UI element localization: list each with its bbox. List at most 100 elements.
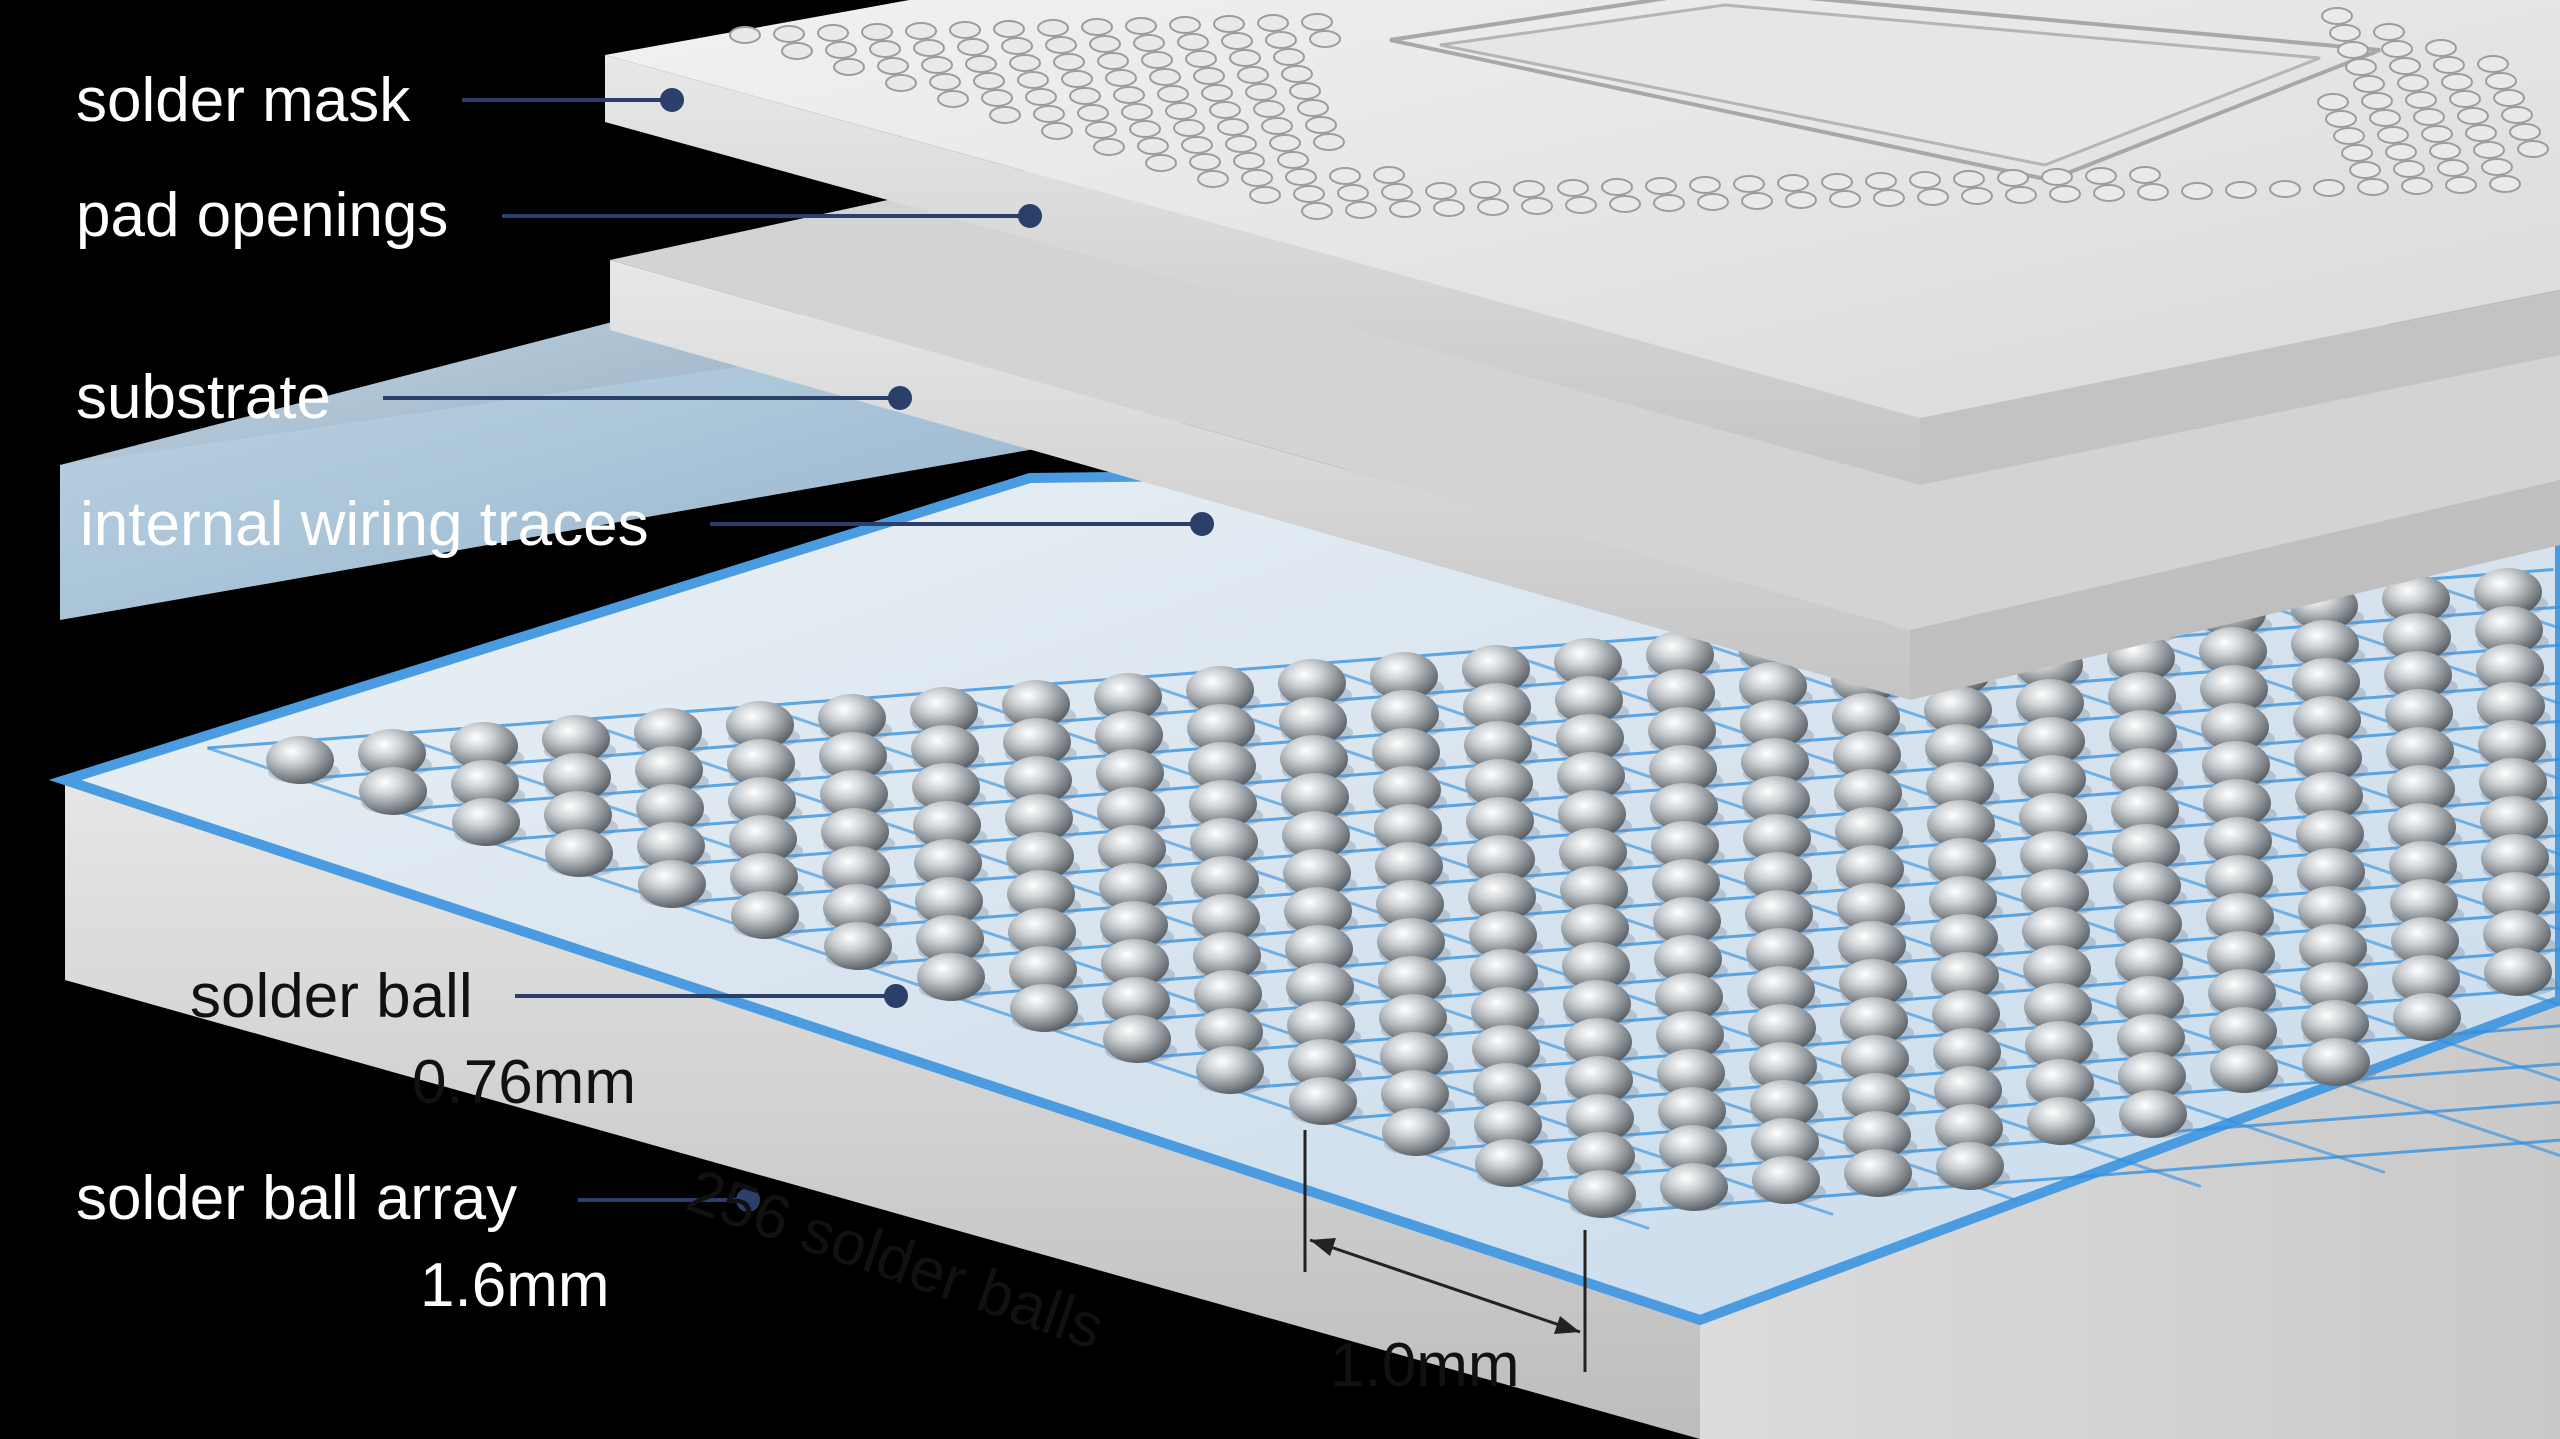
solder-ball	[1832, 693, 1900, 741]
mask-pad-hole	[1345, 201, 1377, 219]
mask-pad-hole	[1069, 87, 1101, 105]
solder-ball	[1281, 773, 1349, 821]
mask-pad-hole	[1273, 48, 1305, 66]
solder-ball	[542, 715, 610, 763]
solder-ball	[1102, 977, 1170, 1025]
mask-pad-hole	[1045, 36, 1077, 54]
mask-pad-hole	[2485, 72, 2517, 90]
mask-pad-hole	[1909, 171, 1941, 189]
mask-pad-hole	[1241, 169, 1273, 187]
solder-ball	[1288, 1039, 1356, 1087]
solder-ball	[1558, 790, 1626, 838]
solder-ball	[2299, 924, 2367, 972]
solder-ball	[1474, 1101, 1542, 1149]
mask-pad-hole	[2421, 125, 2453, 143]
mask-pad-hole	[2401, 177, 2433, 195]
mask-pad-hole	[1865, 172, 1897, 190]
mask-pad-hole	[1733, 175, 1765, 193]
dimension-arrowhead-left	[1310, 1238, 1336, 1256]
mask-pad-hole	[1085, 121, 1117, 139]
mask-pad-hole	[1129, 120, 1161, 138]
mask-pad-hole	[1177, 33, 1209, 51]
mask-pad-hole	[2373, 23, 2405, 41]
solder-mask-layer	[605, 0, 2560, 485]
solder-ball	[1097, 787, 1165, 835]
solder-ball	[1930, 914, 1998, 962]
mask-pad-hole	[1337, 184, 1369, 202]
solder-ball	[1743, 814, 1811, 862]
solder-ball	[1465, 759, 1533, 807]
solder-ball	[1835, 807, 1903, 855]
mask-pad-hole	[1141, 51, 1173, 69]
solder-ball	[1378, 956, 1446, 1004]
solder-ball	[1842, 1073, 1910, 1121]
solder-ball	[1380, 1032, 1448, 1080]
solder-ball	[1471, 987, 1539, 1035]
solder-ball	[1649, 745, 1717, 793]
wiring-trace	[2231, 592, 2560, 706]
mask-pad-hole	[1785, 191, 1817, 209]
solder-ball	[1188, 742, 1256, 790]
solder-ball	[1653, 897, 1721, 945]
solder-ball	[2298, 886, 2366, 934]
mask-pad-hole	[1253, 100, 1285, 118]
mask-pad-hole	[1201, 84, 1233, 102]
solder-ball	[1746, 928, 1814, 976]
mask-pad-hole	[1997, 169, 2029, 187]
board-right-side	[1700, 1000, 2560, 1439]
solder-ball	[2017, 717, 2085, 765]
solder-ball	[1381, 1070, 1449, 1118]
mask-pad-hole	[949, 21, 981, 39]
solder-ball	[1739, 662, 1807, 710]
mask-pad-hole	[2393, 160, 2425, 178]
mask-pad-hole	[2377, 126, 2409, 144]
solder-ball	[2295, 772, 2363, 820]
mask-pad-hole	[1261, 117, 1293, 135]
solder-ball	[823, 884, 891, 932]
solder-ball	[2386, 727, 2454, 775]
mask-pad-hole	[2129, 166, 2161, 184]
mask-pad-hole	[2437, 159, 2469, 177]
solder-ball	[637, 822, 705, 870]
solder-ball	[2115, 938, 2183, 986]
mask-pad-hole	[2345, 58, 2377, 76]
solder-ball	[451, 760, 519, 808]
mask-pad-hole	[1521, 197, 1553, 215]
pitch-dimension	[1303, 1130, 1587, 1372]
solder-ball	[1095, 711, 1163, 759]
solder-ball	[727, 739, 795, 787]
solder-ball	[2199, 627, 2267, 675]
mask-pad-hole	[1609, 195, 1641, 213]
solder-ball	[1658, 1087, 1726, 1135]
mask-pad-hole	[2405, 91, 2437, 109]
solder-ball	[2016, 679, 2084, 727]
mask-pad-hole	[1873, 189, 1905, 207]
mask-pad-hole	[957, 38, 989, 56]
solder-ball	[1196, 1046, 1264, 1094]
mask-pad-hole	[1209, 101, 1241, 119]
solder-ball	[1648, 707, 1716, 755]
mask-pad-hole	[817, 24, 849, 42]
leader-dot-solder-mask	[660, 88, 684, 112]
mask-pad-hole	[1229, 49, 1261, 67]
solder-ball	[1010, 984, 1078, 1032]
solder-ball	[2200, 665, 2268, 713]
mask-pad-hole	[2465, 124, 2497, 142]
mask-pad-hole	[861, 23, 893, 41]
mask-pad-hole	[2433, 56, 2465, 74]
mask-pad-hole	[2269, 180, 2301, 198]
solder-ball	[1473, 1063, 1541, 1111]
solder-ball	[1463, 683, 1531, 731]
mask-pad-hole	[1697, 193, 1729, 211]
label-substrate: substrate	[76, 363, 332, 432]
solder-ball	[2210, 1045, 2278, 1093]
mask-pad-hole	[1189, 153, 1221, 171]
solder-ball	[452, 798, 520, 846]
mask-pad-hole	[1961, 187, 1993, 205]
mask-pad-hole	[729, 26, 761, 44]
solder-ball	[2207, 931, 2275, 979]
mask-pad-hole	[1821, 173, 1853, 191]
solder-ball	[1098, 825, 1166, 873]
solder-ball	[1555, 676, 1623, 724]
solder-ball	[1283, 849, 1351, 897]
